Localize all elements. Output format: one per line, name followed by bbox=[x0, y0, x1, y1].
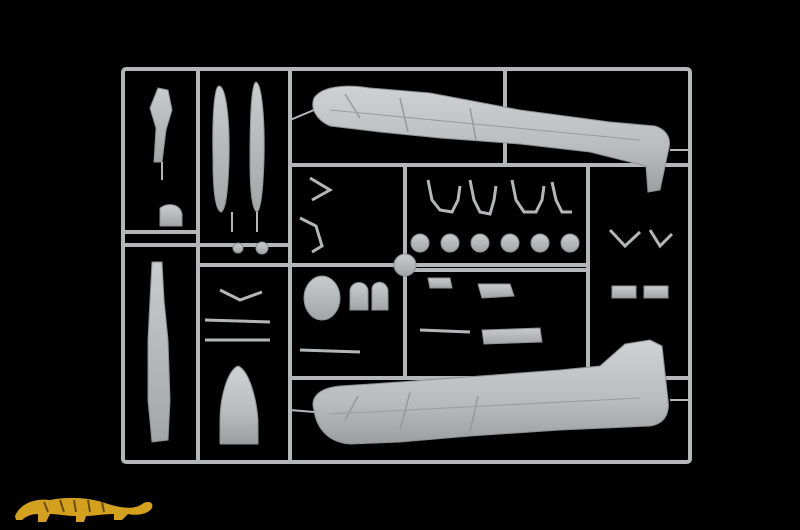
sprue-gates bbox=[161, 109, 690, 413]
tiger-icon bbox=[15, 497, 153, 522]
fuselage-half-bottom bbox=[312, 339, 669, 445]
small-parts bbox=[159, 204, 669, 345]
nose-cone bbox=[219, 365, 259, 445]
landing-strut-long bbox=[147, 261, 171, 443]
canopy-part bbox=[303, 275, 341, 321]
fuselage-half-top bbox=[312, 85, 670, 193]
wheels-row bbox=[232, 233, 580, 277]
drop-tanks bbox=[149, 81, 265, 213]
seat-parts bbox=[204, 176, 674, 354]
sprue-frame bbox=[121, 67, 692, 464]
